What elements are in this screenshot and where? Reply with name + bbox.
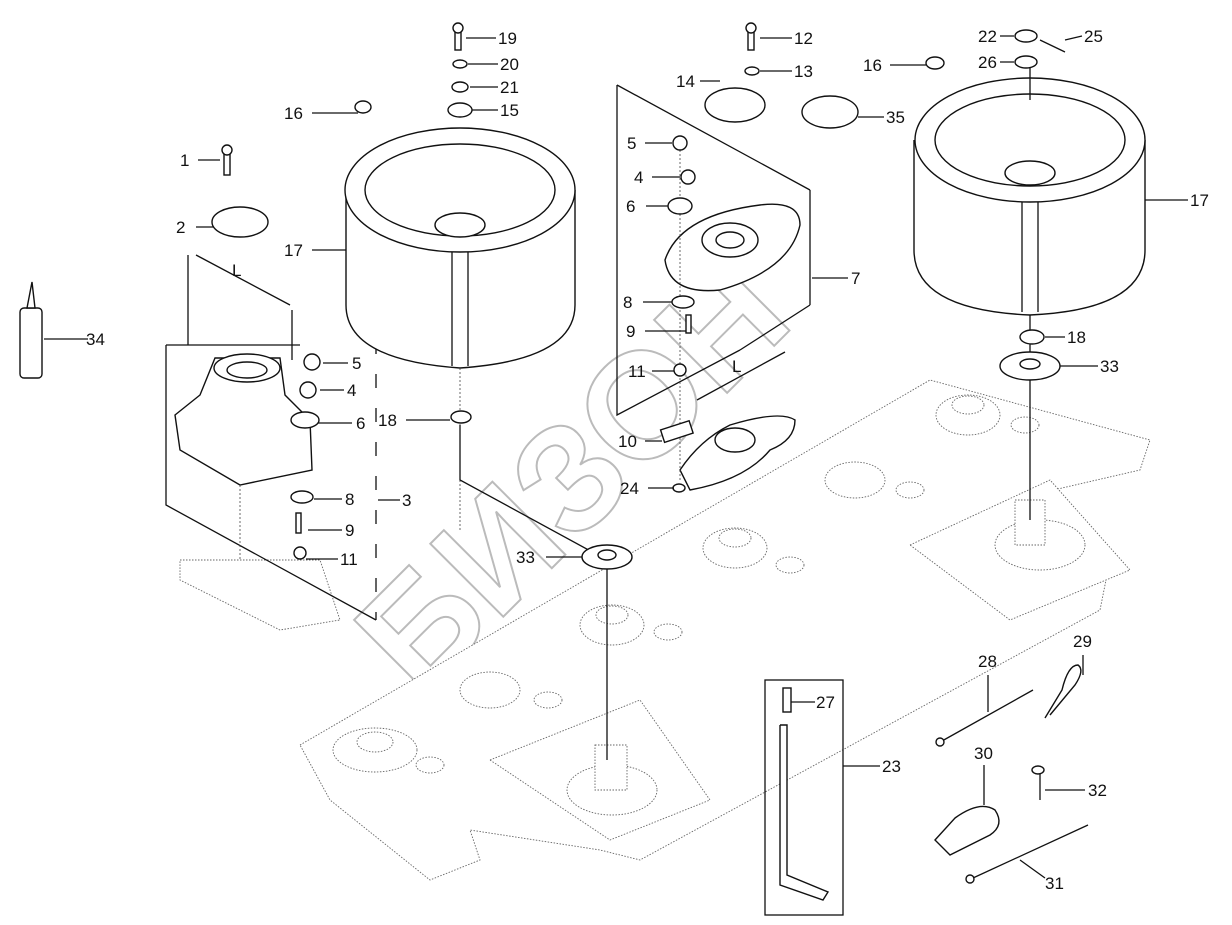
callout-32: 32 — [1088, 781, 1107, 800]
callout-15: 15 — [500, 101, 519, 120]
hub-cap-35 — [801, 95, 859, 129]
cable-31 — [972, 824, 1089, 879]
middle-disc-assembly: L — [616, 84, 859, 491]
key-27 — [782, 687, 792, 713]
svg-text:L: L — [232, 261, 241, 280]
callout-23: 23 — [882, 757, 901, 776]
callout-14: 14 — [676, 72, 695, 91]
callout-30: 30 — [974, 744, 993, 763]
callout-22: 22 — [978, 27, 997, 46]
callout-11-mid: 11 — [628, 362, 646, 381]
callout-3: 3 — [402, 491, 411, 510]
callout-26: 26 — [978, 53, 997, 72]
dimension-arrow-mid — [696, 351, 786, 401]
callout-13: 13 — [794, 62, 813, 81]
svg-text:L: L — [732, 357, 741, 376]
callout-29: 29 — [1073, 632, 1092, 651]
callout-25: 25 — [1084, 27, 1103, 46]
callout-17: 17 — [284, 241, 303, 260]
small-parts — [19, 22, 1089, 916]
callout-1: 1 — [180, 151, 189, 170]
callout-28: 28 — [978, 652, 997, 671]
callout-16-right: 16 — [863, 56, 882, 75]
dimension-arrow-left — [195, 254, 291, 306]
parts-kit-box-23 — [764, 679, 844, 916]
callout-6: 6 — [356, 414, 365, 433]
cover-14 — [704, 87, 766, 123]
callout-11: 11 — [340, 550, 358, 569]
callout-24: 24 — [620, 479, 639, 498]
callout-21: 21 — [500, 78, 519, 97]
blade-bar — [779, 724, 830, 901]
callout-18-right: 18 — [1067, 328, 1086, 347]
callout-4: 4 — [347, 381, 356, 400]
callout-7: 7 — [851, 269, 860, 288]
callout-2: 2 — [176, 218, 185, 237]
callout-31: 31 — [1045, 874, 1064, 893]
cable-28 — [941, 689, 1034, 742]
grease-tube-34 — [19, 307, 43, 379]
drum-right — [913, 60, 1146, 520]
bracket-30 — [934, 805, 1000, 856]
callout-16: 16 — [284, 104, 303, 123]
callout-12: 12 — [794, 29, 813, 48]
drum-left — [344, 127, 608, 760]
callout-9: 9 — [345, 521, 354, 540]
callout-20: 20 — [500, 55, 519, 74]
callout-18: 18 — [378, 411, 397, 430]
callout-5: 5 — [352, 354, 361, 373]
callout-6-mid: 6 — [626, 197, 635, 216]
callout-9-mid: 9 — [626, 322, 635, 341]
leader-lines — [44, 35, 1188, 879]
callout-19: 19 — [498, 29, 517, 48]
callout-27: 27 — [816, 693, 835, 712]
callout-17-right: 17 — [1190, 191, 1209, 210]
cutter-bar — [179, 379, 1151, 881]
callout-34: 34 — [86, 330, 105, 349]
callout-8-mid: 8 — [623, 293, 632, 312]
knife-10 — [659, 419, 695, 444]
callout-4-mid: 4 — [634, 168, 643, 187]
disc-hubs — [332, 394, 1086, 816]
callout-labels: 1 2 34 5 4 6 8 9 11 3 16 17 19 20 21 15 … — [86, 27, 1209, 893]
callout-5-mid: 5 — [627, 134, 636, 153]
callout-33: 33 — [516, 548, 535, 567]
callout-35: 35 — [886, 108, 905, 127]
clip-29 — [1044, 664, 1082, 719]
callout-8: 8 — [345, 490, 354, 509]
gearbox-housing-left — [174, 357, 313, 486]
disc-holder-24 — [679, 415, 796, 491]
left-drum-assembly: L — [165, 254, 377, 621]
callout-10: 10 — [618, 432, 637, 451]
callout-33-right: 33 — [1100, 357, 1119, 376]
